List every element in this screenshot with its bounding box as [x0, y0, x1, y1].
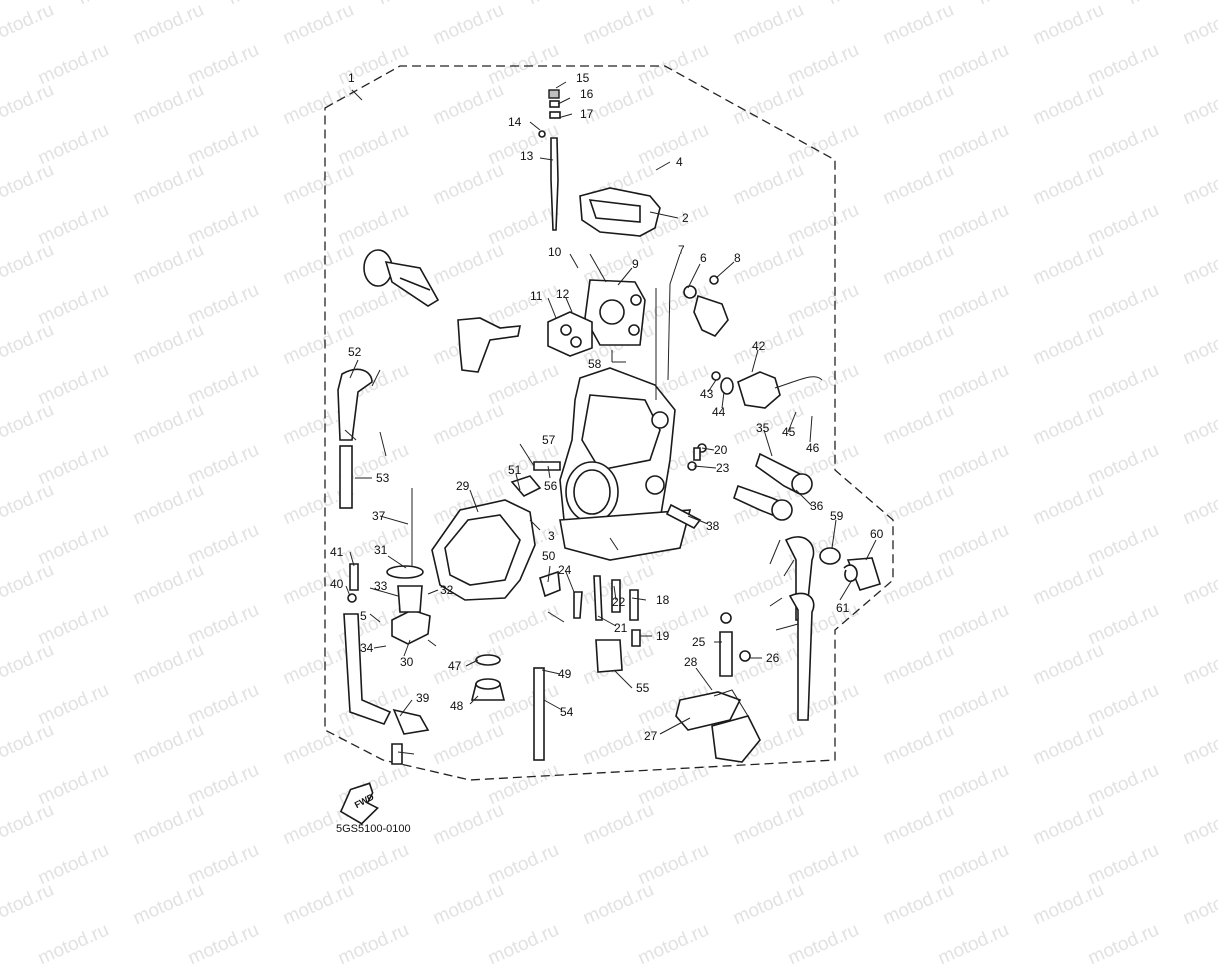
- callout-47: 47: [448, 659, 462, 673]
- callout-16: 16: [580, 87, 594, 101]
- callout-41: 41: [330, 545, 344, 559]
- callout-31: 31: [374, 543, 388, 557]
- throttle-position-sensor: [711, 371, 823, 409]
- callout-57: 57: [542, 433, 556, 447]
- callout-23: 23: [716, 461, 730, 475]
- callout-17: 17: [580, 107, 594, 121]
- callout-15: 15: [576, 71, 590, 85]
- callout-8: 8: [734, 251, 741, 265]
- callout-40: 40: [330, 577, 344, 591]
- callout-46: 46: [806, 441, 820, 455]
- callout-54: 54: [560, 705, 574, 719]
- callout-59: 59: [830, 509, 844, 523]
- callout-21: 21: [614, 621, 628, 635]
- callout-43: 43: [700, 387, 714, 401]
- callout-37: 37: [372, 509, 386, 523]
- callout-34: 34: [360, 641, 374, 655]
- forward-arrow: FWD: [339, 782, 379, 825]
- callout-24: 24: [558, 563, 572, 577]
- callout-52: 52: [348, 345, 362, 359]
- throttle-pulley: [363, 249, 440, 307]
- callout-30: 30: [400, 655, 414, 669]
- callout-51: 51: [508, 463, 522, 477]
- callout-35: 35: [756, 421, 770, 435]
- throttle-valve: [584, 279, 646, 346]
- vent-hoses: [337, 368, 815, 761]
- watermark-text: motod.ru: [935, 919, 1013, 970]
- leader-lines: [344, 81, 877, 755]
- callout-58: 58: [588, 357, 602, 371]
- watermark-text: motod.ru: [185, 919, 263, 970]
- watermark-text: motod.ru: [335, 919, 413, 970]
- callout-14: 14: [508, 115, 522, 129]
- callout-45: 45: [782, 425, 796, 439]
- callout-3: 3: [548, 529, 555, 543]
- callout-48: 48: [450, 699, 464, 713]
- callout-27: 27: [644, 729, 658, 743]
- callout-10: 10: [548, 245, 562, 259]
- callout-56: 56: [544, 479, 558, 493]
- callout-36: 36: [810, 499, 824, 513]
- callout-28: 28: [684, 655, 698, 669]
- callout-4: 4: [676, 155, 683, 169]
- callout-20: 20: [714, 443, 728, 457]
- callout-7: 7: [678, 243, 685, 257]
- callout-29: 29: [456, 479, 470, 493]
- callout-26: 26: [766, 651, 780, 665]
- assembly-boundary: [324, 65, 894, 781]
- watermark-text: motod.ru: [785, 919, 863, 970]
- cable-bracket: [457, 317, 521, 373]
- link-lever: [683, 275, 729, 337]
- jet-needle: [538, 89, 561, 231]
- drain-plug: [470, 654, 506, 701]
- callout-38: 38: [706, 519, 720, 533]
- callout-33: 33: [374, 579, 388, 593]
- float-assembly: [675, 612, 761, 763]
- valve-plate: [547, 311, 593, 357]
- callout-9: 9: [632, 257, 639, 271]
- idle-screw-parts: [347, 547, 882, 765]
- callout-25: 25: [692, 635, 706, 649]
- callout-61: 61: [836, 601, 850, 615]
- callout-50: 50: [542, 549, 556, 563]
- top-cover: [579, 187, 661, 237]
- callout-11: 11: [530, 289, 543, 303]
- watermark-text: motod.ru: [485, 919, 563, 970]
- watermark-text: motod.ru: [35, 919, 113, 970]
- watermark-text: motod.ru: [1085, 919, 1163, 970]
- callout-22: 22: [612, 595, 626, 609]
- callout-49: 49: [558, 667, 572, 681]
- callout-2: 2: [682, 211, 689, 225]
- callout-5: 5: [360, 609, 367, 623]
- accelerator-pump: [386, 488, 431, 645]
- callout-12: 12: [556, 287, 570, 301]
- callout-6: 6: [700, 251, 707, 265]
- callout-39: 39: [416, 691, 430, 705]
- callout-19: 19: [656, 629, 670, 643]
- callout-44: 44: [712, 405, 726, 419]
- callout-55: 55: [636, 681, 650, 695]
- float-bowl: [431, 475, 561, 601]
- callout-42: 42: [752, 339, 766, 353]
- carburetor-body: [559, 367, 692, 561]
- main-jet-parts: [573, 447, 701, 673]
- watermark-text: motod.ru: [635, 919, 713, 970]
- callout-18: 18: [656, 593, 670, 607]
- catalog-code: 5GS5100-0100: [336, 823, 411, 835]
- callout-60: 60: [870, 527, 884, 541]
- callout-53: 53: [376, 471, 390, 485]
- callout-1: 1: [348, 71, 355, 85]
- parts-diagram: FWD 5GS5100-0100 12345678910111213141516…: [324, 65, 894, 835]
- callout-13: 13: [520, 149, 534, 163]
- callout-32: 32: [440, 583, 454, 597]
